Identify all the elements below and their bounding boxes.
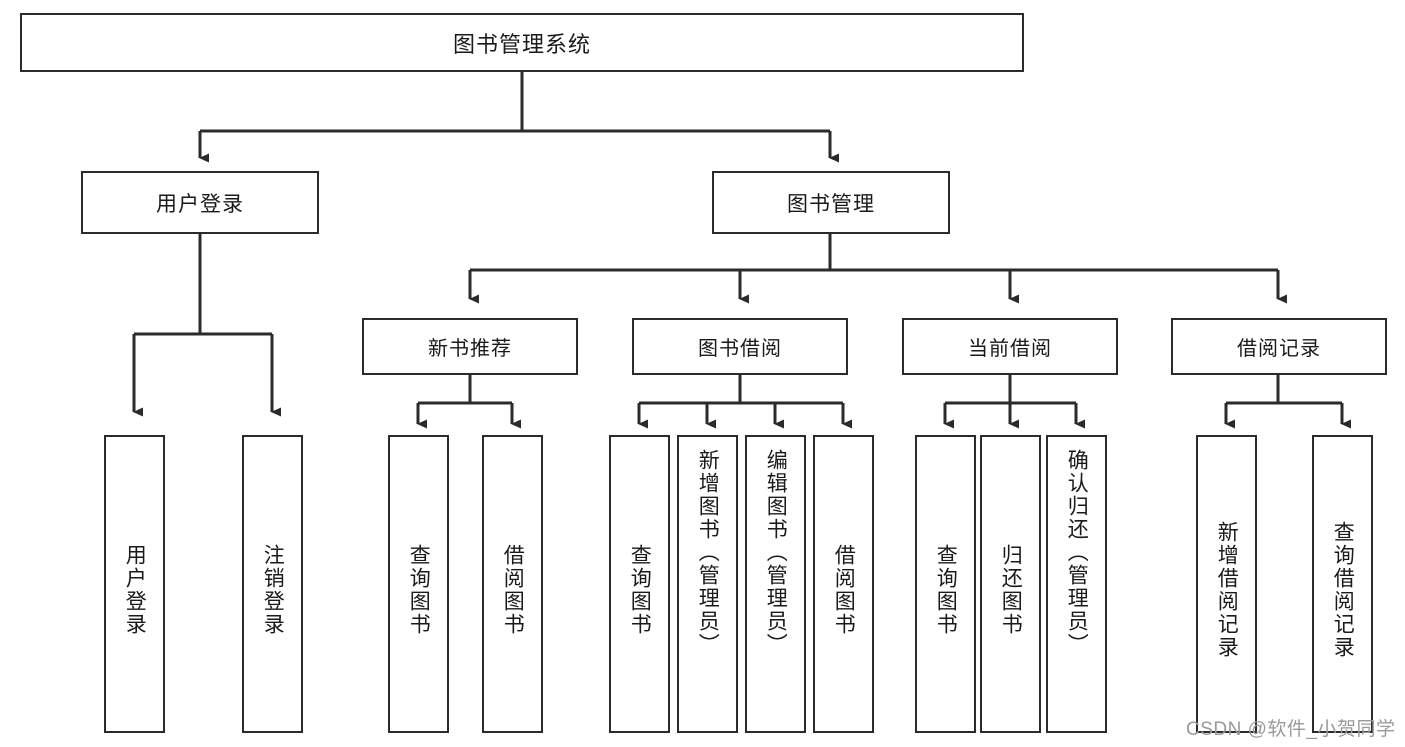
leaf-query-borrow-record[interactable]: 查询借阅记录	[1312, 435, 1373, 733]
node-new-book-recommend[interactable]: 新书推荐	[362, 318, 578, 375]
leaf-query-book-borrow[interactable]: 查询图书	[609, 435, 670, 733]
node-book-manage[interactable]: 图书管理	[712, 171, 950, 234]
node-book-borrow[interactable]: 图书借阅	[632, 318, 848, 375]
node-label: 借阅记录	[1237, 338, 1321, 360]
leaf-label: 注销登录	[261, 544, 285, 636]
leaf-label: 归还图书	[999, 544, 1023, 636]
leaf-label: 借阅图书	[501, 544, 525, 636]
node-borrow-record[interactable]: 借阅记录	[1171, 318, 1387, 375]
leaf-return-book[interactable]: 归还图书	[980, 435, 1041, 733]
leaf-label: 新增借阅记录	[1215, 521, 1239, 659]
leaf-query-book-current[interactable]: 查询图书	[915, 435, 976, 733]
node-root-system[interactable]: 图书管理系统	[20, 13, 1024, 72]
leaf-label: 新增图书（管理员）	[696, 449, 720, 656]
leaf-label: 查询图书	[407, 544, 431, 636]
node-label: 图书管理系统	[452, 31, 591, 57]
leaf-query-book-recommend[interactable]: 查询图书	[388, 435, 449, 733]
leaf-label: 查询图书	[628, 544, 652, 636]
node-label: 用户登录	[156, 192, 244, 216]
leaf-label: 查询借阅记录	[1331, 521, 1355, 659]
node-user-login[interactable]: 用户登录	[81, 171, 319, 234]
leaf-add-borrow-record[interactable]: 新增借阅记录	[1196, 435, 1257, 733]
watermark-text: CSDN @软件_小贺同学	[1186, 719, 1396, 740]
node-label: 新书推荐	[428, 338, 512, 360]
node-current-borrow[interactable]: 当前借阅	[902, 318, 1118, 375]
leaf-logout[interactable]: 注销登录	[242, 435, 303, 733]
leaf-label: 用户登录	[123, 544, 147, 636]
leaf-label: 确认归还（管理员）	[1065, 449, 1089, 656]
leaf-label: 编辑图书（管理员）	[764, 449, 788, 656]
leaf-label: 查询图书	[934, 544, 958, 636]
leaf-confirm-return[interactable]: 确认归还（管理员）	[1046, 435, 1107, 733]
leaf-user-login[interactable]: 用户登录	[104, 435, 165, 733]
node-label: 图书管理	[787, 192, 875, 216]
leaf-borrow-book-recommend[interactable]: 借阅图书	[482, 435, 543, 733]
leaf-edit-book[interactable]: 编辑图书（管理员）	[745, 435, 806, 733]
leaf-borrow-book[interactable]: 借阅图书	[813, 435, 874, 733]
leaf-add-book[interactable]: 新增图书（管理员）	[677, 435, 738, 733]
node-label: 当前借阅	[968, 338, 1052, 360]
node-label: 图书借阅	[698, 338, 782, 360]
leaf-label: 借阅图书	[832, 544, 856, 636]
